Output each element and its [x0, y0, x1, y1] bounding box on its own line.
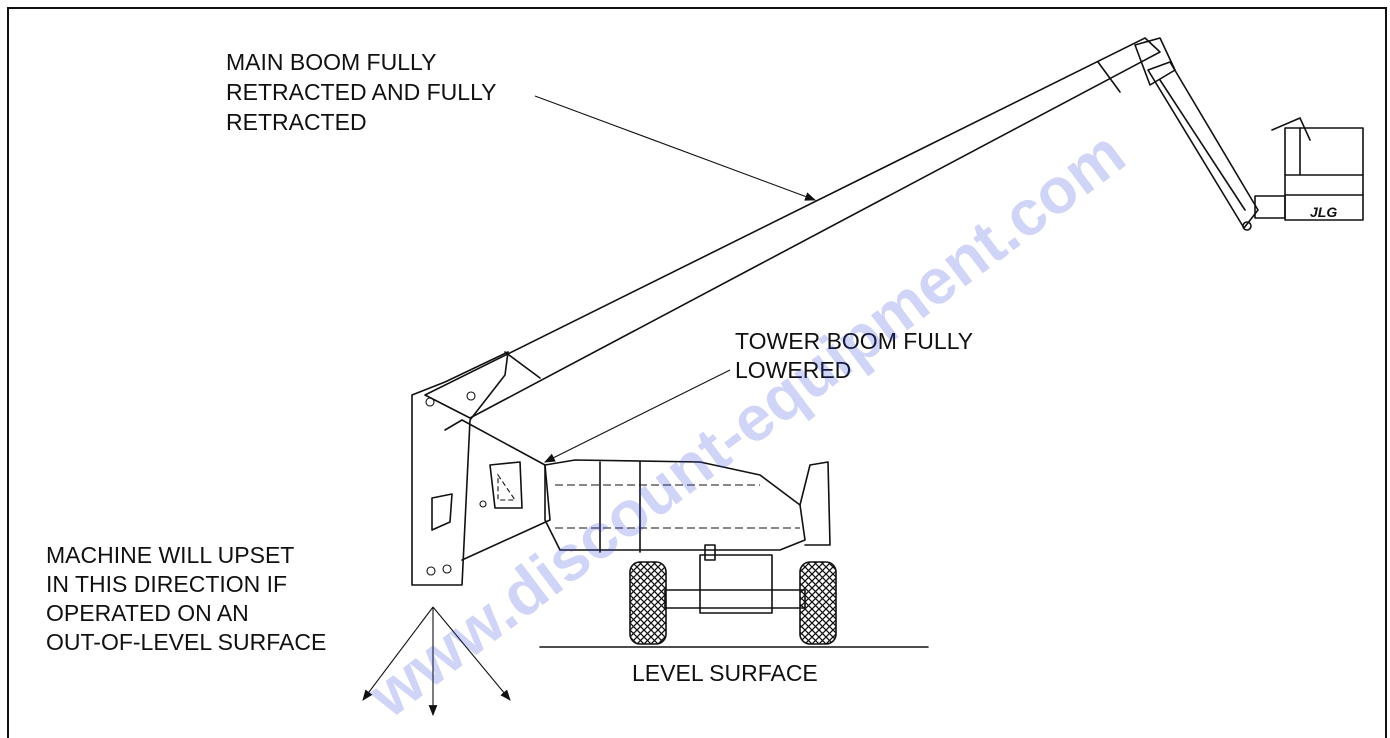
front-tire [629, 561, 667, 645]
upset-line-2: IN THIS DIRECTION IF [46, 571, 287, 597]
tires [629, 561, 837, 645]
chassis [544, 459, 831, 614]
tower-boom-callout: TOWER BOOM FULLY LOWERED [735, 328, 973, 383]
upset-arrows [362, 606, 511, 717]
tower-boom-line-1: TOWER BOOM FULLY [735, 328, 973, 354]
tower-boom-leader [544, 369, 731, 463]
rear-tire [799, 561, 837, 645]
diagram-border [7, 7, 1387, 738]
jib-and-platform: JLG [1147, 61, 1364, 231]
tower-boom-line-2: LOWERED [735, 357, 851, 383]
turntable-upright [411, 351, 551, 586]
main-boom-callout: MAIN BOOM FULLY RETRACTED AND FULLY RETR… [226, 49, 497, 135]
main-boom-line-2: RETRACTED AND FULLY [226, 79, 497, 105]
platform-basket [1284, 127, 1364, 221]
platform-logo: JLG [1310, 204, 1337, 220]
level-surface-label: LEVEL SURFACE [632, 660, 818, 686]
upset-callout: MACHINE WILL UPSET IN THIS DIRECTION IF … [46, 542, 326, 655]
main-boom-line-1: MAIN BOOM FULLY [226, 49, 436, 75]
upset-line-1: MACHINE WILL UPSET [46, 542, 294, 568]
main-boom-leader [534, 95, 817, 201]
watermark: www.discount-equipment.com [354, 117, 1137, 732]
upset-line-4: OUT-OF-LEVEL SURFACE [46, 629, 326, 655]
upset-line-3: OPERATED ON AN [46, 600, 249, 626]
main-boom-line-3: RETRACTED [226, 109, 367, 135]
